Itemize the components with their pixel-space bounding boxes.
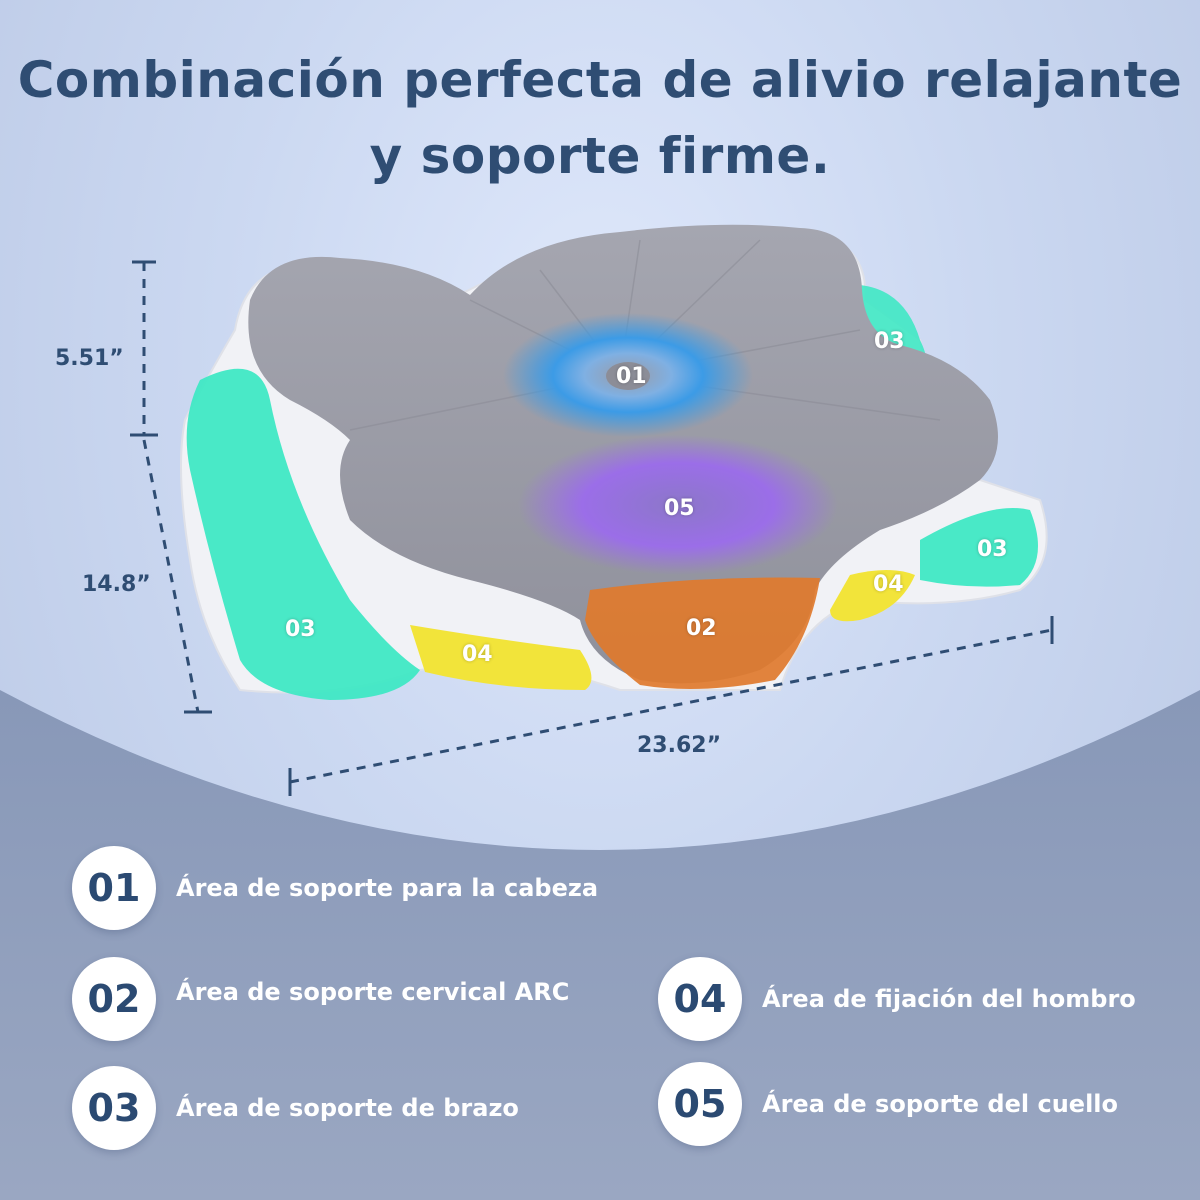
- legend-number-03: 03: [72, 1066, 156, 1150]
- zone-05-shape: [518, 435, 838, 575]
- legend-item-03: 03 Área de soporte de brazo: [72, 1066, 519, 1150]
- legend-item-01: 01 Área de soporte para la cabeza: [72, 846, 598, 930]
- title-line-2: y soporte firme.: [369, 127, 831, 185]
- zone-label-03-left: 03: [285, 617, 316, 642]
- legend-text-03: Área de soporte de brazo: [176, 1094, 519, 1122]
- zone-label-02: 02: [686, 616, 717, 641]
- legend-text-05: Área de soporte del cuello: [762, 1090, 1119, 1118]
- legend-number-04: 04: [658, 957, 742, 1041]
- width-dimension: 23.62”: [637, 733, 722, 758]
- depth-dimension: 14.8”: [82, 572, 151, 597]
- zone-label-05: 05: [664, 496, 695, 521]
- legend-text-04: Área de fijación del hombro: [762, 985, 1136, 1013]
- zone-label-04-left: 04: [462, 642, 493, 667]
- legend-item-05: 05 Área de soporte del cuello: [658, 1062, 1118, 1146]
- head-hole: [606, 362, 650, 390]
- legend-number-02: 02: [72, 957, 156, 1041]
- legend-item-04: 04 Área de fijación del hombro: [658, 957, 1136, 1041]
- zone-label-04-right: 04: [873, 572, 904, 597]
- legend-text-02: Área de soporte cervical ARC: [176, 978, 570, 1006]
- zone-02-shape: [585, 577, 820, 689]
- title-line-1: Combinación perfecta de alivio relajante: [17, 51, 1183, 109]
- height-dimension: 5.51”: [55, 346, 124, 371]
- dimension-lines: [130, 260, 1054, 796]
- legend-text-01: Área de soporte para la cabeza: [176, 874, 599, 902]
- zone-label-03-right-top: 03: [874, 329, 905, 354]
- legend-item-02: 02 Área de soporte cervical ARC: [72, 957, 569, 1041]
- zone-04-left-shape: [410, 625, 592, 690]
- legend-number-05: 05: [658, 1062, 742, 1146]
- zone-label-01: 01: [616, 364, 647, 389]
- zone-04-right-shape: [830, 570, 915, 622]
- page-title: Combinación perfecta de alivio relajante…: [0, 42, 1200, 194]
- zone-03-left-shape: [186, 368, 420, 700]
- zone-03-right-shape: [920, 508, 1038, 587]
- zone-label-03-right: 03: [977, 537, 1008, 562]
- legend-number-01: 01: [72, 846, 156, 930]
